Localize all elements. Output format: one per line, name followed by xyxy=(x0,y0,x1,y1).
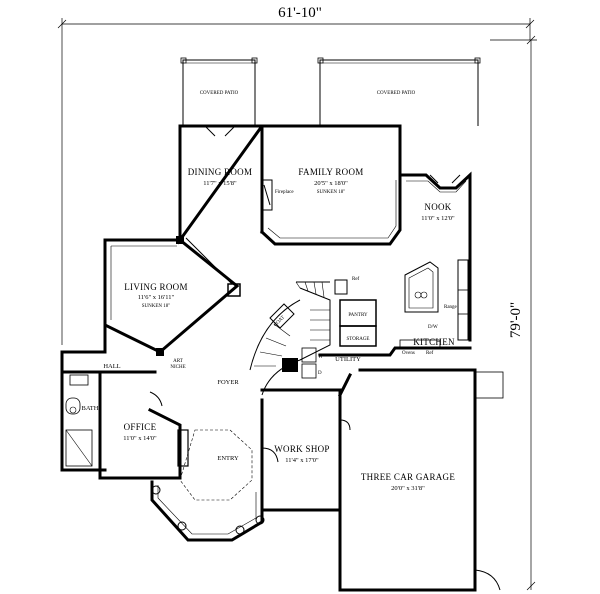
art-niche-label-line2: NICHE xyxy=(170,365,185,370)
garage-size: 20'0" x 31'8" xyxy=(391,485,425,492)
ref-bottom-label: Ref xyxy=(426,351,434,356)
depth-dimension-line xyxy=(490,35,537,591)
covered-patio-left-outline xyxy=(180,57,258,126)
office-size: 11'0" x 14'0" xyxy=(123,435,157,442)
family-room-label: FAMILY ROOM xyxy=(298,167,363,177)
hall-label: HALL xyxy=(103,363,120,370)
living-room-label: LIVING ROOM xyxy=(124,282,188,292)
washer-label: W xyxy=(318,355,323,360)
nook-size: 11'0" x 12'0" xyxy=(421,215,455,222)
dining-room-size: 11'7" x 15'8" xyxy=(203,180,237,187)
pantry-label: PANTRY xyxy=(348,313,368,318)
nook-label: NOOK xyxy=(424,202,451,212)
coat-closet-label: COAT xyxy=(273,315,286,328)
fireplace-label: Fireplace xyxy=(275,190,294,195)
ovens-label: Ovens xyxy=(402,351,415,356)
living-room-note: SUNKEN 18" xyxy=(142,304,171,309)
foyer-label: FOYER xyxy=(217,379,239,386)
living-room-size: 11'6" x 16'11" xyxy=(138,294,175,301)
workshop-label: WORK SHOP xyxy=(274,444,329,454)
patio-right-label: COVERED PATIO xyxy=(377,91,416,96)
interior-details xyxy=(65,125,504,591)
office-label: OFFICE xyxy=(124,422,157,432)
patio-left-label: COVERED PATIO xyxy=(200,91,239,96)
kitchen-label: KITCHEN xyxy=(413,337,455,347)
dw-label: D/W xyxy=(428,325,438,330)
storage-label: STORAGE xyxy=(347,337,370,342)
depth-dimension-label: 79'-0" xyxy=(508,302,524,338)
family-room-note: SUNKEN 18" xyxy=(317,190,346,195)
exterior-walls xyxy=(60,124,477,592)
utility-label: UTILITY xyxy=(335,356,361,363)
art-niche-label-line1: ART xyxy=(173,359,183,364)
width-dimension-line xyxy=(57,18,535,345)
covered-patio-right-outline xyxy=(317,57,481,126)
width-dimension-label: 61'-10" xyxy=(278,5,322,21)
ref-top-label: Ref xyxy=(352,277,360,282)
garage-label: THREE CAR GARAGE xyxy=(361,472,456,482)
workshop-size: 11'4" x 17'0" xyxy=(285,457,319,464)
dryer-label: D xyxy=(318,371,322,376)
staircase xyxy=(249,281,331,396)
entry-label: ENTRY xyxy=(217,455,239,462)
range-label: Range xyxy=(444,305,458,310)
family-room-size: 20'5" x 18'0" xyxy=(314,180,348,187)
bath-label: BATH xyxy=(82,405,99,412)
dining-room-label: DINING ROOM xyxy=(188,167,253,177)
